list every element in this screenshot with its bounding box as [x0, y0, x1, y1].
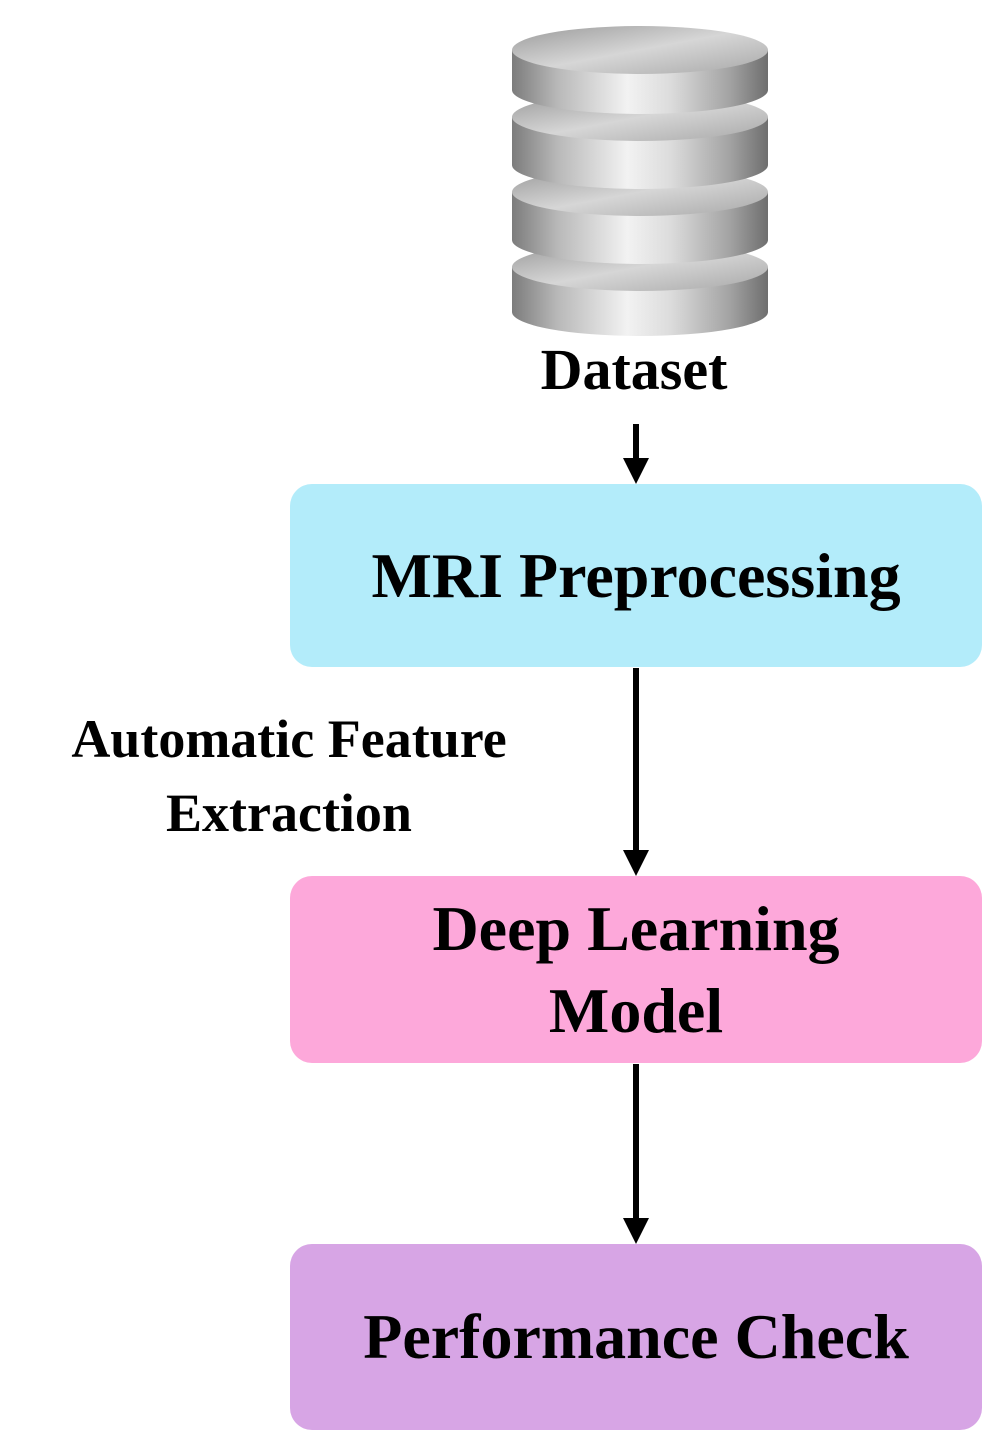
step-performance-check-label: Performance Check [363, 1301, 909, 1372]
arrow-dataset-to-mri [623, 424, 649, 484]
database-icon [512, 26, 768, 336]
edge-label-line-2: Extraction [166, 783, 412, 843]
arrow-mri-to-deep-learning [623, 668, 649, 876]
step-mri-preprocessing-label: MRI Preprocessing [371, 539, 901, 611]
step-mri-preprocessing: MRI Preprocessing [290, 484, 982, 667]
edge-label-feature-extraction: Automatic Feature Extraction [14, 702, 564, 850]
step-performance-check: Performance Check [290, 1244, 982, 1430]
step-deep-learning-label-line-1: Deep Learning [432, 892, 840, 964]
step-deep-learning-model: Deep Learning Model [290, 876, 982, 1063]
step-deep-learning-label-line-2: Model [548, 974, 724, 1046]
edge-label-line-1: Automatic Feature [71, 709, 507, 769]
dataset-label: Dataset [540, 337, 728, 402]
arrow-deep-learning-to-performance [623, 1064, 649, 1244]
